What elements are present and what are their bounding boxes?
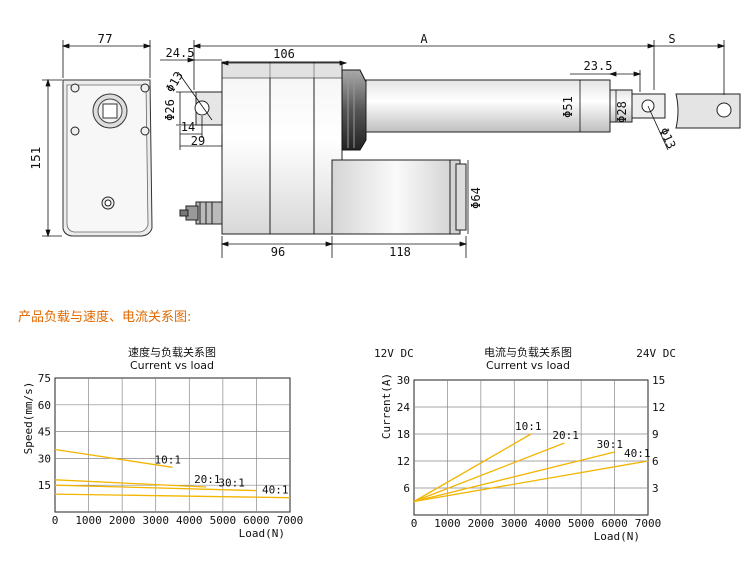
x-tick-label: 2000 xyxy=(468,517,495,530)
y2-tick-label: 12 xyxy=(652,401,665,414)
x-tick-label: 5000 xyxy=(210,514,237,527)
screw-hole xyxy=(140,83,150,93)
series-line xyxy=(413,460,649,503)
series-line xyxy=(413,451,615,503)
y-tick-label: 12 xyxy=(397,455,410,468)
x-tick-label: 5000 xyxy=(568,517,595,530)
series-label: 10:1 xyxy=(155,453,182,466)
series-label: 40:1 xyxy=(262,484,289,497)
dimension-151 xyxy=(42,78,62,238)
y-tick-label: 75 xyxy=(38,372,51,385)
dim-phi28-label: Φ28 xyxy=(615,101,629,123)
dim-phi51-label: Φ51 xyxy=(561,96,575,118)
x-tick-label: 6000 xyxy=(243,514,270,527)
x-axis-label: Load(N) xyxy=(594,530,640,543)
series-line xyxy=(54,484,257,492)
dim-height-label: 151 xyxy=(29,147,43,170)
series-line xyxy=(413,442,565,503)
chart-title: 速度与负载关系图 xyxy=(128,345,216,359)
x-tick-label: 1000 xyxy=(75,514,102,527)
y-axis-label: Speed(mm/s) xyxy=(22,382,35,455)
x-tick-label: 3000 xyxy=(501,517,528,530)
x-tick-label: 2000 xyxy=(109,514,136,527)
y-tick-label: 15 xyxy=(38,479,51,492)
dim-118-label: 118 xyxy=(389,245,411,259)
series-line xyxy=(54,493,291,499)
y2-tick-label: 6 xyxy=(652,455,659,468)
screw-hole xyxy=(70,126,80,136)
seal-bellows xyxy=(341,69,367,151)
series-line xyxy=(413,433,532,503)
x-tick-label: 7000 xyxy=(635,517,662,530)
x-tick-label: 4000 xyxy=(176,514,203,527)
chart-section-caption: 产品负载与速度、电流关系图: xyxy=(18,310,192,325)
speed-load-chart: 0 1000 2000 3000 4000 5000 6000 7000 15 30 45 60 75 速… xyxy=(22,345,303,540)
y-tick-label: 24 xyxy=(397,401,411,414)
dim-106-label: 106 xyxy=(273,47,295,61)
series-line xyxy=(54,448,173,468)
motor xyxy=(331,159,467,235)
dim-96-label: 96 xyxy=(271,245,285,259)
y-tick-label: 6 xyxy=(403,482,410,495)
gearbox-housing xyxy=(221,61,343,235)
x-tick-label: 4000 xyxy=(534,517,561,530)
left-unit-label: 12V DC xyxy=(374,347,414,360)
dim-phi26-label: Φ26 xyxy=(163,99,177,121)
x-tick-label: 0 xyxy=(52,514,59,527)
y-tick-label: 60 xyxy=(38,399,51,412)
screw-hole xyxy=(70,83,80,93)
dim-23-5-label: 23.5 xyxy=(584,59,613,73)
dim-29-label: 29 xyxy=(191,134,205,148)
rod-extension xyxy=(675,93,741,129)
chart-subtitle: Current vs load xyxy=(486,359,570,372)
x-tick-label: 3000 xyxy=(142,514,169,527)
end-view-drawing xyxy=(62,79,153,237)
y-tick-label: 45 xyxy=(38,426,51,439)
main-dimensions xyxy=(160,40,726,258)
chart-title: 电流与负载关系图 xyxy=(484,345,572,359)
y-tick-label: 30 xyxy=(38,452,51,465)
dim-width-label: 77 xyxy=(97,32,112,46)
dim-S-label: S xyxy=(668,32,675,46)
outer-tube xyxy=(365,79,611,133)
right-unit-label: 24V DC xyxy=(636,347,676,360)
series-line xyxy=(54,479,207,488)
dim-24-5-label: 24.5 xyxy=(166,46,195,60)
y-tick-label: 18 xyxy=(397,428,410,441)
x-tick-label: 7000 xyxy=(277,514,304,527)
y2-tick-label: 15 xyxy=(652,374,665,387)
y-tick-label: 30 xyxy=(397,374,410,387)
x-tick-label: 1000 xyxy=(434,517,461,530)
plot-area xyxy=(54,377,291,513)
series-label: 10:1 xyxy=(515,420,542,433)
series-label: 40:1 xyxy=(624,447,651,460)
y2-tick-label: 3 xyxy=(652,482,659,495)
chart-subtitle: Current vs load xyxy=(130,359,214,372)
x-axis-label: Load(N) xyxy=(239,527,285,540)
dim-phi13-right-label: Φ13 xyxy=(657,126,679,152)
dim-14-label: 14 xyxy=(181,120,195,134)
series-label: 30:1 xyxy=(597,438,624,451)
y2-tick-label: 9 xyxy=(652,428,659,441)
dimension-77 xyxy=(61,40,152,78)
series-label: 30:1 xyxy=(218,477,245,490)
x-tick-label: 6000 xyxy=(601,517,628,530)
rear-clevis xyxy=(194,91,223,126)
dim-phi64-label: Φ64 xyxy=(469,187,483,209)
x-tick-label: 0 xyxy=(411,517,418,530)
screw-hole xyxy=(140,126,150,136)
series-label: 20:1 xyxy=(552,429,579,442)
dim-phi13-left-label: Φ13 xyxy=(163,69,186,95)
cable-gland xyxy=(179,201,223,225)
dim-A-label: A xyxy=(420,32,428,46)
y-axis-label: Current(A) xyxy=(380,373,393,439)
series-label: 20:1 xyxy=(194,473,221,486)
